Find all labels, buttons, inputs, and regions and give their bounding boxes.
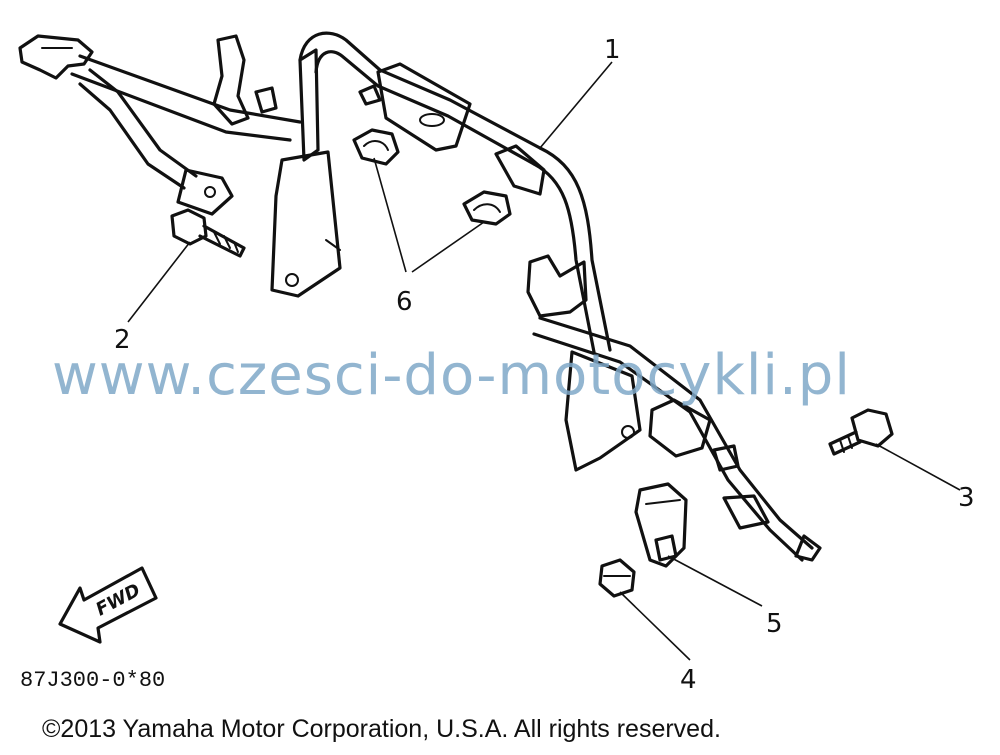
bolt-part-2 [170,208,246,258]
part-number-1: 1 [604,35,621,65]
part-number-2: 2 [114,325,131,355]
part-number-3: 3 [958,483,975,513]
diagram-code: 87J300-0*80 [20,668,165,693]
part-number-6: 6 [396,287,413,317]
bolt-part-3 [828,408,894,456]
copyright-text: ©2013 Yamaha Motor Corporation, U.S.A. A… [42,715,721,743]
nut-part-4 [598,558,636,598]
main-frame-bracket [18,31,822,562]
clamp-part-5 [634,482,688,568]
fwd-label: FWD [92,580,143,621]
watermark-text: www.czesci-do-motocykli.pl [52,343,851,408]
fwd-arrow: FWD [58,566,158,644]
leader-lines [127,61,961,661]
clamps-part-6 [352,128,512,226]
part-number-5: 5 [766,609,783,639]
part-number-4: 4 [680,665,697,695]
